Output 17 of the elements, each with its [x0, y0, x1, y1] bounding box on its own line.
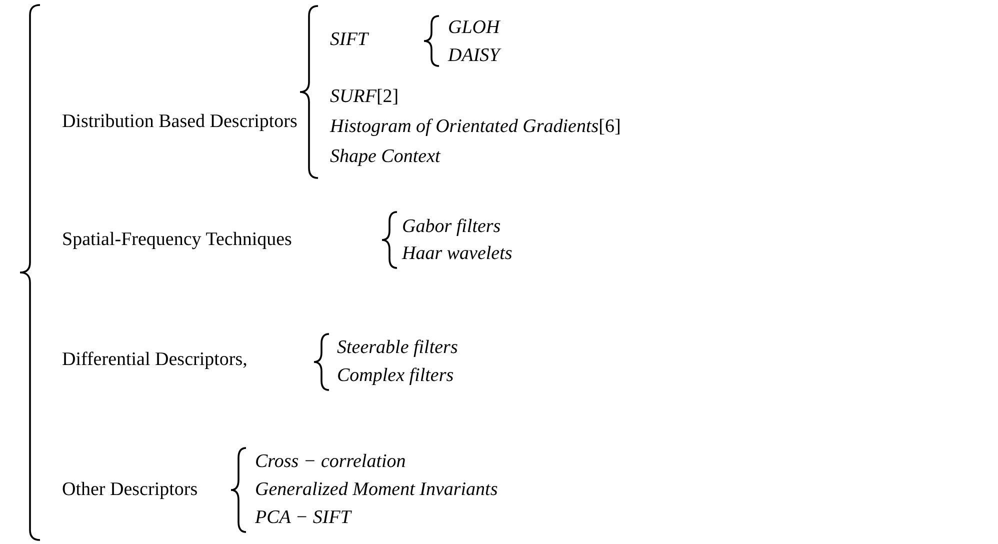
method-label: Complex filters [337, 364, 454, 388]
method-label: Haar wavelets [402, 242, 512, 266]
category-label: Differential Descriptors, [62, 348, 248, 372]
method-label: Shape Context [330, 145, 440, 169]
method-label: DAISY [448, 44, 500, 68]
method-label: Gabor filters [402, 215, 501, 239]
method-label: Steerable filters [337, 336, 458, 360]
method-label: GLOH [448, 16, 500, 40]
method-label: Generalized Moment Invariants [255, 478, 498, 502]
method-label: Cross − correlation [255, 450, 406, 474]
category-label: Distribution Based Descriptors [62, 110, 298, 134]
method-label: SURF[2] [330, 85, 399, 109]
category-label: Other Descriptors [62, 478, 198, 502]
method-label: SIFT [330, 28, 368, 52]
method-label: PCA − SIFT [255, 506, 351, 530]
method-label: Histogram of Orientated Gradients[6] [330, 115, 621, 139]
category-label: Spatial-Frequency Techniques [62, 228, 292, 252]
